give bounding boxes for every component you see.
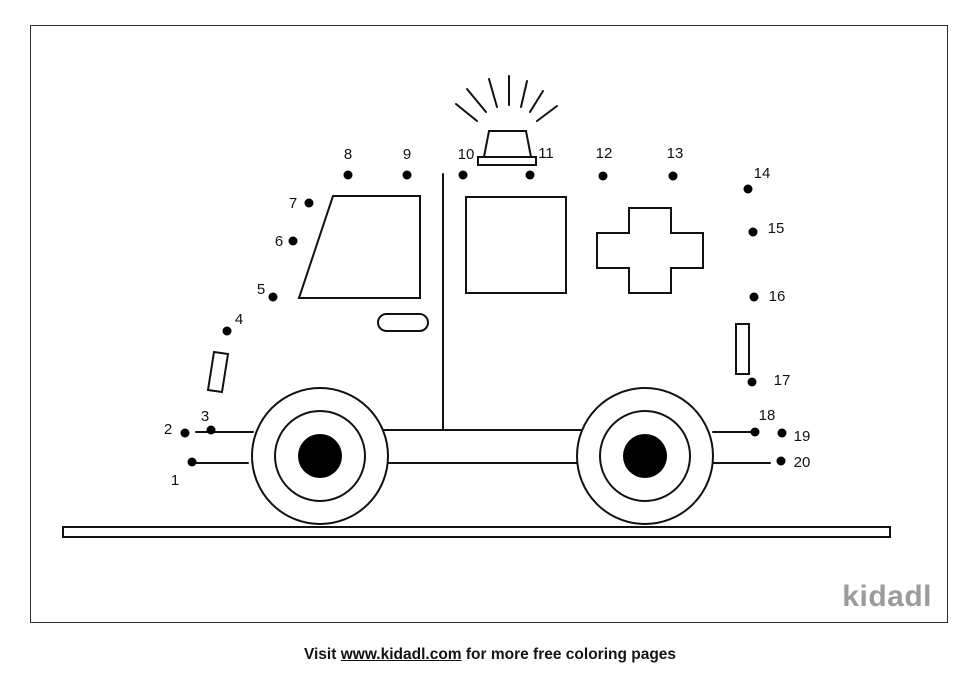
dot-number-label: 4 (235, 311, 243, 328)
tail-light (735, 323, 750, 375)
dot-number-label: 2 (164, 421, 172, 438)
dot-17 (747, 377, 757, 387)
dot-number-label: 8 (344, 146, 352, 163)
ground-line (62, 526, 891, 538)
dot-14 (743, 184, 753, 194)
dot-20 (776, 456, 786, 466)
dot-9 (402, 170, 412, 180)
dot-number-label: 19 (794, 428, 811, 445)
dot-number-label: 7 (289, 195, 297, 212)
dot-3 (206, 425, 216, 435)
footer-caption: Visit www.kidadl.com for more free color… (0, 646, 980, 664)
dot-5 (268, 292, 278, 302)
dot-number-label: 13 (667, 145, 684, 162)
dot-number-label: 16 (769, 288, 786, 305)
dot-6 (288, 236, 298, 246)
dot-18 (750, 427, 760, 437)
dot-8 (343, 170, 353, 180)
door-handle (377, 313, 429, 332)
side-window (465, 196, 567, 294)
dot-15 (748, 227, 758, 237)
dot-number-label: 6 (275, 233, 283, 250)
dot-number-label: 3 (201, 408, 209, 425)
footer-caption-suffix: for more free coloring pages (461, 646, 677, 663)
dot-number-label: 5 (257, 281, 265, 298)
dot-4 (222, 326, 232, 336)
windshield (297, 195, 421, 299)
ambulance-line-art (62, 75, 891, 538)
dot-number-label: 10 (458, 146, 475, 163)
footer-caption-prefix: Visit (303, 646, 341, 663)
dot-12 (598, 171, 608, 181)
light-dome (482, 130, 533, 158)
dot-13 (668, 171, 678, 181)
dot-2 (180, 428, 190, 438)
dot-19 (777, 428, 787, 438)
dot-number-label: 9 (403, 146, 411, 163)
dot-1 (187, 457, 197, 467)
dot-number-label: 15 (768, 220, 785, 237)
light-base (477, 156, 537, 166)
headlight-slat (206, 350, 230, 394)
dot-number-label: 18 (759, 407, 776, 424)
dot-10 (458, 170, 468, 180)
kidadl-logo: kidadl (842, 580, 932, 613)
light-rays (455, 75, 558, 122)
rear-wheel (576, 387, 714, 525)
dot-number-label: 17 (774, 372, 791, 389)
medical-cross (596, 207, 704, 294)
dot-number-label: 14 (754, 165, 771, 182)
dot-number-label: 20 (794, 454, 811, 471)
dot-number-label: 11 (538, 145, 554, 162)
page-border-frame (30, 25, 948, 623)
front-wheel (251, 387, 389, 525)
dot-number-label: 1 (171, 472, 179, 489)
dot-7 (304, 198, 314, 208)
dot-16 (749, 292, 759, 302)
dot-11 (525, 170, 535, 180)
kidadl-link[interactable]: www.kidadl.com (340, 646, 462, 663)
dot-number-label: 12 (596, 145, 613, 162)
emergency-light (455, 75, 558, 166)
